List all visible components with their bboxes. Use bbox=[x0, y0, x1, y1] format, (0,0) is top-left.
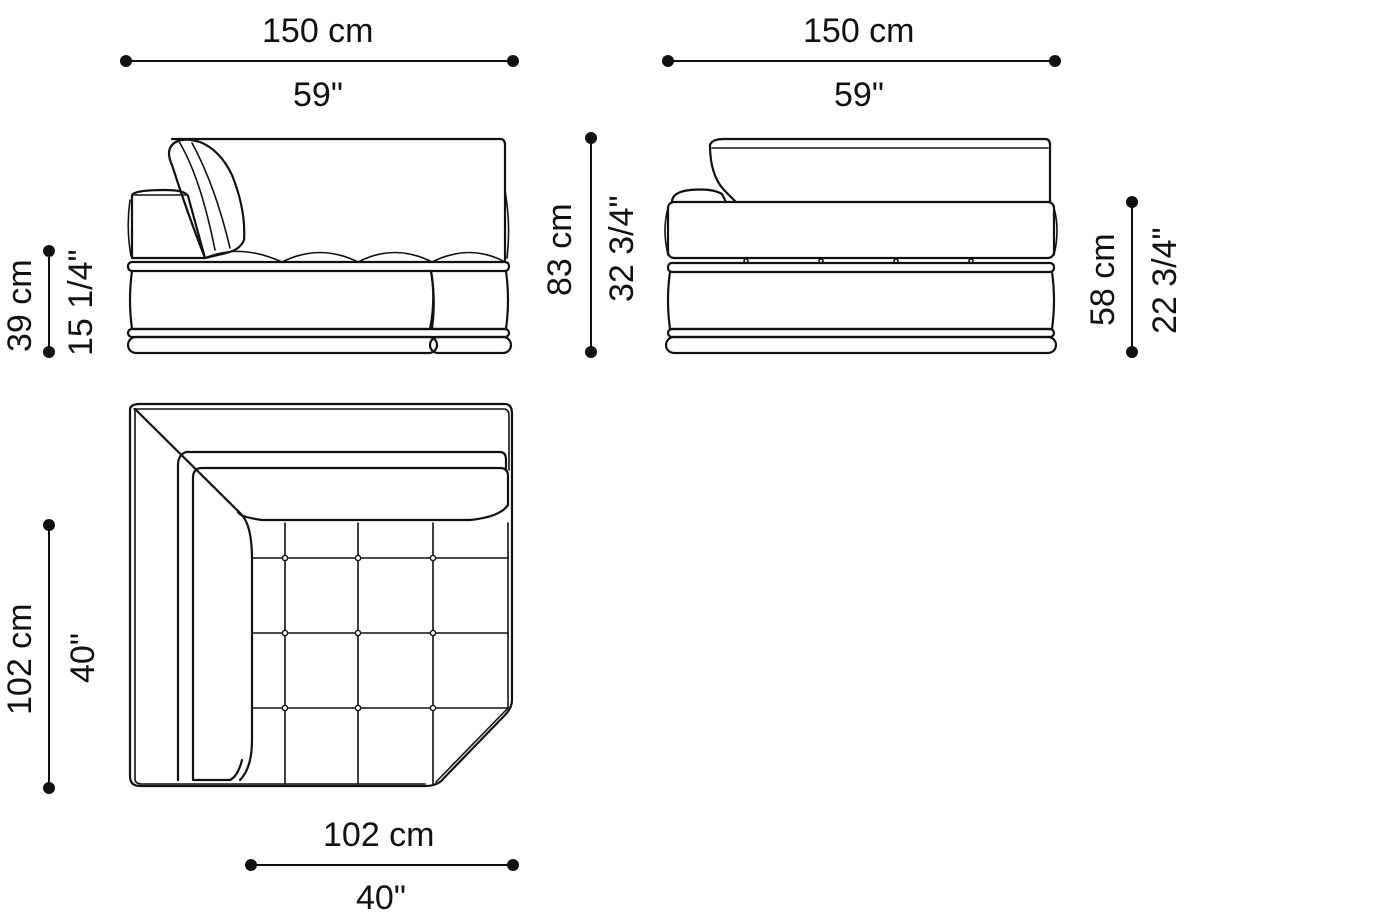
dimension-lines bbox=[43, 55, 1138, 871]
total-height-in: 32 3/4" bbox=[603, 195, 641, 302]
seat-height-cm: 39 cm bbox=[1, 259, 39, 352]
side-view-drawing bbox=[126, 137, 513, 355]
front-view-drawing bbox=[664, 137, 1058, 355]
front-view-width-in: 59" bbox=[834, 76, 884, 114]
arm-height-cm: 58 cm bbox=[1084, 233, 1122, 326]
top-view-width-cm: 102 cm bbox=[323, 816, 435, 854]
top-view-depth-cm: 102 cm bbox=[1, 603, 39, 716]
top-view-depth-in: 40" bbox=[64, 633, 102, 683]
arm-height-in: 22 3/4" bbox=[1146, 227, 1184, 334]
front-view-width-cm: 150 cm bbox=[803, 12, 915, 50]
top-view-drawing bbox=[128, 402, 514, 788]
side-view-width-cm: 150 cm bbox=[262, 12, 374, 50]
seat-height-in: 15 1/4" bbox=[62, 249, 100, 356]
top-view-width-in: 40" bbox=[356, 879, 406, 917]
total-height-cm: 83 cm bbox=[541, 203, 579, 296]
side-view-width-in: 59" bbox=[293, 76, 343, 114]
